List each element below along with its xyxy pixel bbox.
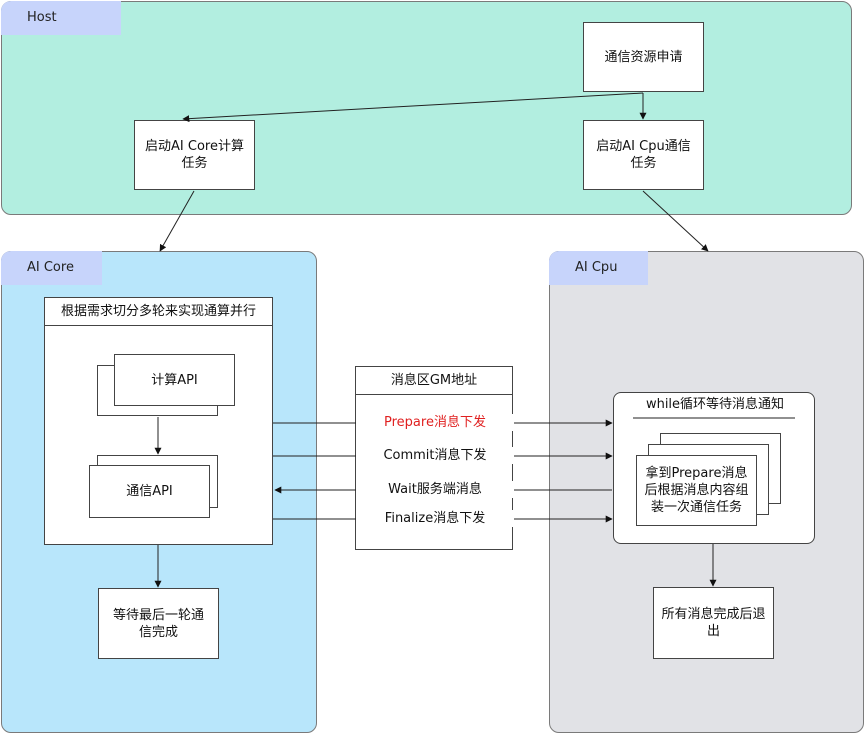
split-group-title: 根据需求切分多轮来实现通算并行 <box>44 297 273 326</box>
wait-msg-label: Wait服务端消息 <box>356 481 514 498</box>
arrow-resource-to-core-task <box>182 92 644 123</box>
ai-cpu-tag: AI Cpu <box>549 251 648 285</box>
comm-resource-box: 通信资源申请 <box>583 22 704 92</box>
start-cpu-task-box: 启动AI Cpu通信任务 <box>583 120 704 190</box>
prepare-msg-label: Prepare消息下发 <box>356 414 514 431</box>
arrow-core-task-to-ai-core <box>159 190 195 252</box>
wait-last-round-box: 等待最后一轮通信完成 <box>98 588 219 659</box>
ai-core-tag: AI Core <box>1 251 102 285</box>
message-zone-title: 消息区GM地址 <box>355 366 513 395</box>
arrow-cpu-task-to-ai-cpu <box>642 190 709 252</box>
while-loop-title: while循环等待消息通知 <box>645 397 785 412</box>
commit-msg-label: Commit消息下发 <box>356 447 514 464</box>
finalize-msg-label: Finalize消息下发 <box>356 510 514 527</box>
handle-msg-box: 拿到Prepare消息后根据消息内容组装一次通信任务 <box>636 455 757 526</box>
comm-api-box: 通信API <box>89 465 210 518</box>
compute-api-box: 计算API <box>114 354 235 406</box>
start-core-task-box: 启动AI Core计算任务 <box>134 120 255 190</box>
host-tag: Host <box>1 1 121 35</box>
exit-box: 所有消息完成后退出 <box>653 587 774 659</box>
